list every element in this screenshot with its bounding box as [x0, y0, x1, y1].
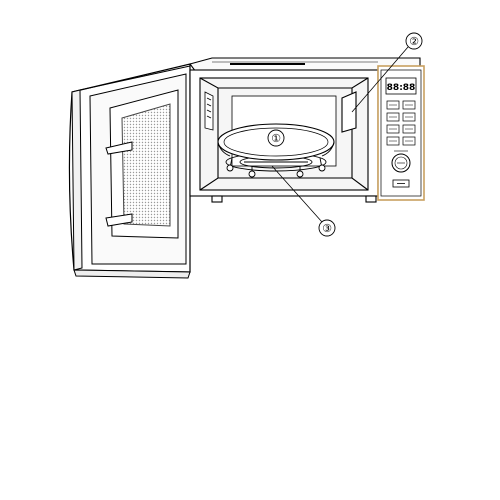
door-window-mesh [121, 103, 171, 227]
door-latch-bottom [105, 213, 133, 227]
waveguide-cover [341, 91, 357, 133]
left-wall-vent [204, 91, 214, 131]
svg-text:①: ① [271, 132, 281, 145]
display-readout: 88:88 [387, 83, 416, 93]
open-door [68, 63, 191, 279]
svg-text:③: ③ [322, 222, 332, 235]
callout-2-leader [351, 46, 409, 113]
display-window [385, 77, 417, 95]
callout-3-leader [271, 165, 323, 223]
callout-1: ① [267, 129, 285, 147]
svg-text:②: ② [409, 35, 419, 48]
control-panel: 88:88 [377, 65, 425, 201]
door-latch-top [105, 141, 133, 155]
callout-3: ③ [271, 165, 336, 237]
callout-2: ② [351, 32, 423, 113]
